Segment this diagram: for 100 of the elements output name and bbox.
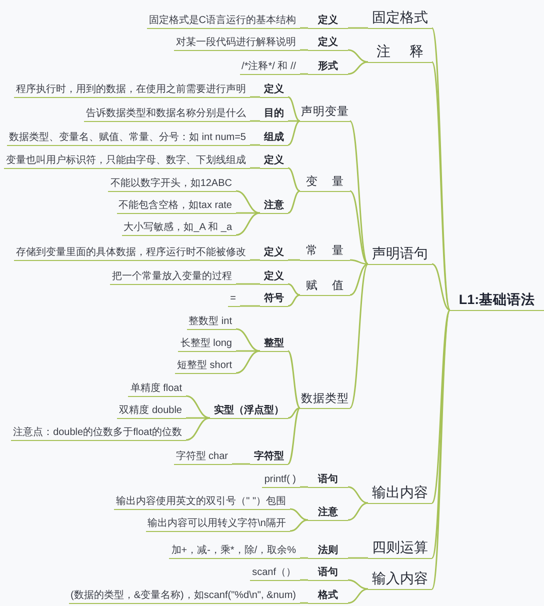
branch-line: [250, 120, 260, 122]
detail-note: 短整型 short: [174, 360, 236, 374]
branch-line: [186, 417, 210, 441]
subtopic: 常 量: [300, 244, 350, 261]
main-topic: 输出内容: [368, 484, 432, 504]
branch-line: [236, 212, 260, 214]
branch-line: [432, 263, 450, 311]
detail-note: =: [228, 292, 240, 307]
branch-line: [288, 167, 300, 192]
detail-note: scanf（）: [250, 566, 300, 581]
branch-line: [288, 120, 300, 146]
branch-line: [348, 557, 368, 559]
branch-line: [232, 463, 250, 465]
branch-line: [348, 486, 368, 504]
detail-note: 大小写敏感，如_A 和 _a: [122, 222, 236, 236]
subtopic: 定义: [260, 246, 288, 261]
detail-note: 输出内容可以用转义字符\n隔开: [146, 518, 290, 532]
branch-line: [348, 49, 368, 63]
subtopic: 变 量: [300, 176, 350, 192]
detail-note: 单精度 float: [128, 382, 186, 397]
subtopic: 注意: [260, 200, 288, 214]
subtopic: 定义: [308, 14, 348, 29]
branch-line: [348, 588, 368, 604]
branch-line: [300, 27, 308, 29]
detail-note: 不能以数字开头，如12ABC: [108, 178, 236, 192]
branch-line: [300, 73, 308, 75]
branch-line: [300, 557, 308, 559]
detail-note: 变量也叫用户标识符，只能由字母、数字、下划线组成: [4, 154, 250, 169]
branch-line: [300, 602, 308, 604]
branch-line: [349, 120, 369, 264]
detail-note: 加+，减-，乘*，除/，取余%: [169, 544, 300, 559]
detail-note: 整数型 int: [186, 316, 236, 330]
subtopic: 法则: [308, 544, 348, 559]
branch-line: [186, 417, 210, 419]
detail-note: 不能包含空格，如tax rate: [116, 200, 236, 214]
subtopic: 注意: [308, 506, 348, 521]
subtopic: 定义: [260, 270, 288, 285]
branch-line: [288, 259, 300, 261]
detail-note: 程序执行时，用到的数据，在使用之前需要进行声明: [14, 84, 250, 98]
branch-line: [288, 350, 300, 409]
branch-line: [288, 407, 300, 419]
branch-line: [186, 395, 210, 419]
branch-line: [431, 310, 451, 504]
detail-note: 输出内容使用英文的双引号（" "）包围: [114, 496, 290, 510]
detail-note: 注意点：double的位数多于float的位数: [11, 426, 186, 441]
detail-note: printf( ): [262, 474, 300, 488]
detail-note: 字符型 char: [174, 450, 232, 465]
central-topic: L1:基础语法: [450, 292, 544, 311]
branch-line: [236, 190, 260, 214]
subtopic: 形式: [308, 60, 348, 75]
subtopic: 实型（浮点型）: [210, 404, 288, 419]
detail-note: 对某一段代码进行解释说明: [174, 36, 300, 51]
detail-note: 双精度 double: [117, 404, 186, 419]
subtopic: 赋 值: [300, 280, 350, 296]
subtopic: 定义: [260, 154, 288, 169]
branch-line: [290, 519, 308, 532]
detail-note: 长整型 long: [178, 338, 236, 352]
branch-line: [349, 264, 369, 408]
detail-note: 告诉数据类型和数据名称分别是什么: [84, 108, 250, 122]
branch-line: [236, 212, 260, 236]
branch-line: [288, 407, 300, 465]
branch-line: [250, 167, 260, 169]
branch-line: [300, 579, 308, 581]
detail-note: 把一个常量放入变量的过程: [110, 270, 236, 285]
branch-line: [250, 144, 260, 146]
detail-note: /*注释*/ 和 //: [240, 60, 300, 75]
branch-line: [348, 579, 368, 590]
subtopic: 字符型: [250, 450, 288, 465]
subtopic: 语句: [308, 474, 348, 488]
branch-line: [240, 305, 260, 307]
main-topic: 固定格式: [368, 8, 432, 29]
branch-line: [288, 96, 300, 122]
branch-line: [288, 283, 300, 296]
subtopic: 定义: [308, 36, 348, 51]
subtopic: 符号: [260, 292, 288, 307]
detail-note: 数据类型、变量名、赋值、常量、分号：如 int num=5: [7, 132, 250, 146]
branch-line: [236, 328, 260, 352]
main-topic: 声明语句: [368, 244, 432, 265]
branch-line: [348, 27, 368, 29]
branch-line: [288, 120, 300, 122]
subtopic: 组成: [260, 132, 288, 146]
branch-line: [300, 49, 308, 51]
subtopic: 数据类型: [300, 392, 350, 409]
subtopic: 目的: [260, 108, 288, 122]
detail-note: 存储到变量里面的具体数据，程序运行时不能被修改: [14, 246, 250, 261]
detail-note: 固定格式是C语言运行的基本结构: [146, 14, 300, 29]
branch-line: [288, 190, 300, 214]
subtopic: 定义: [260, 84, 288, 98]
branch-line: [288, 294, 300, 307]
branch-line: [348, 61, 368, 75]
main-topic: 输入内容: [368, 570, 432, 590]
branch-line: [250, 259, 260, 261]
main-topic: 注 释: [368, 42, 432, 63]
branch-line: [290, 508, 308, 521]
branch-line: [350, 263, 368, 296]
branch-line: [350, 190, 368, 265]
detail-note: (数据的类型，&变量名称)，如scanf("%d\n", &num): [68, 590, 300, 604]
branch-line: [250, 96, 260, 98]
main-topic: 四则运算: [368, 538, 432, 559]
subtopic: 语句: [308, 566, 348, 581]
